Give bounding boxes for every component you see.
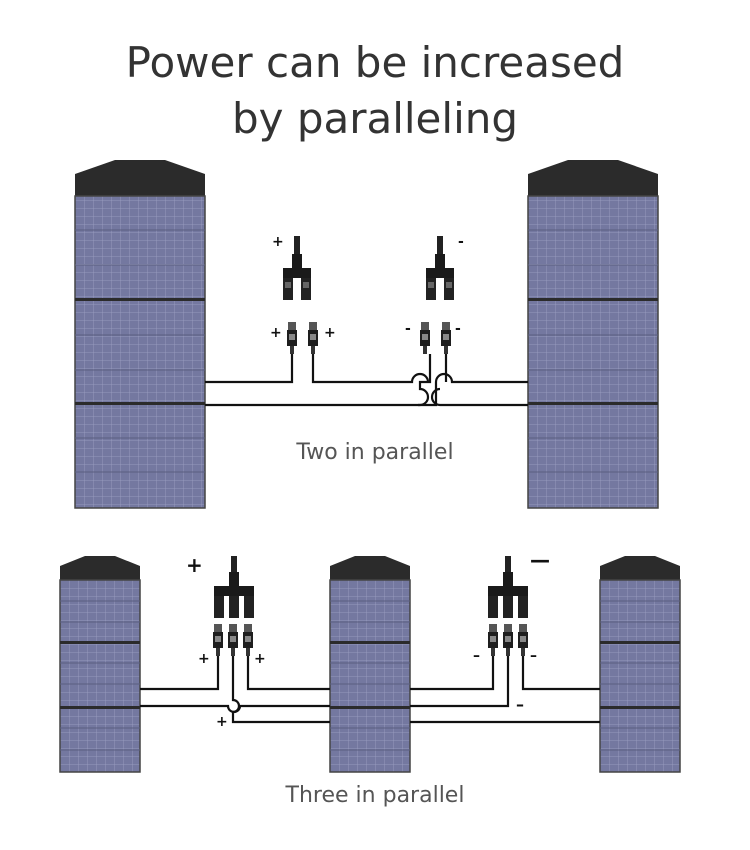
- title-line-2: by paralleling: [231, 94, 519, 143]
- plus-sign: +: [198, 651, 210, 667]
- title-line-1: Power can be increased: [125, 38, 625, 87]
- negative-plug-2: [441, 322, 451, 354]
- negative-y-branch-connector: [426, 236, 454, 300]
- plus-sign: +: [324, 325, 336, 341]
- positive-y-branch-connector: [283, 236, 311, 300]
- caption-three-in-parallel: Three in parallel: [285, 783, 465, 808]
- caption-two-in-parallel: Two in parallel: [296, 440, 454, 465]
- minus-sign: –: [473, 648, 480, 664]
- negative-plug-c: [518, 624, 528, 656]
- positive-plug-2: [308, 322, 318, 354]
- wires-three: [140, 656, 600, 724]
- plus-sign: +: [254, 651, 266, 667]
- plus-sign: +: [270, 325, 282, 341]
- solar-panel-small-left: [59, 555, 141, 773]
- negative-three-way-branch: [488, 556, 528, 618]
- positive-plug-b: [228, 624, 238, 656]
- minus-sign: -: [455, 321, 461, 337]
- two-parallel-group: + + + - - -: [74, 159, 659, 509]
- solar-panel-small-middle: [329, 555, 411, 773]
- plus-sign: +: [216, 714, 228, 730]
- three-parallel-group: + + + + — – – –: [59, 548, 681, 773]
- minus-sign: -: [405, 321, 411, 337]
- minus-sign: –: [530, 648, 537, 664]
- positive-plug-1: [287, 322, 297, 354]
- positive-three-way-branch: [214, 556, 254, 618]
- plus-sign: +: [186, 553, 203, 577]
- wires-two: [205, 354, 528, 407]
- plus-sign: +: [272, 234, 284, 250]
- positive-plug-c: [243, 624, 253, 656]
- negative-plug-1: [420, 322, 430, 354]
- positive-plug-a: [213, 624, 223, 656]
- negative-plug-a: [488, 624, 498, 656]
- minus-sign: -: [458, 234, 464, 250]
- minus-sign: –: [516, 695, 524, 714]
- minus-sign: —: [530, 548, 550, 572]
- solar-panel-small-right: [599, 555, 681, 773]
- negative-plug-b: [503, 624, 513, 656]
